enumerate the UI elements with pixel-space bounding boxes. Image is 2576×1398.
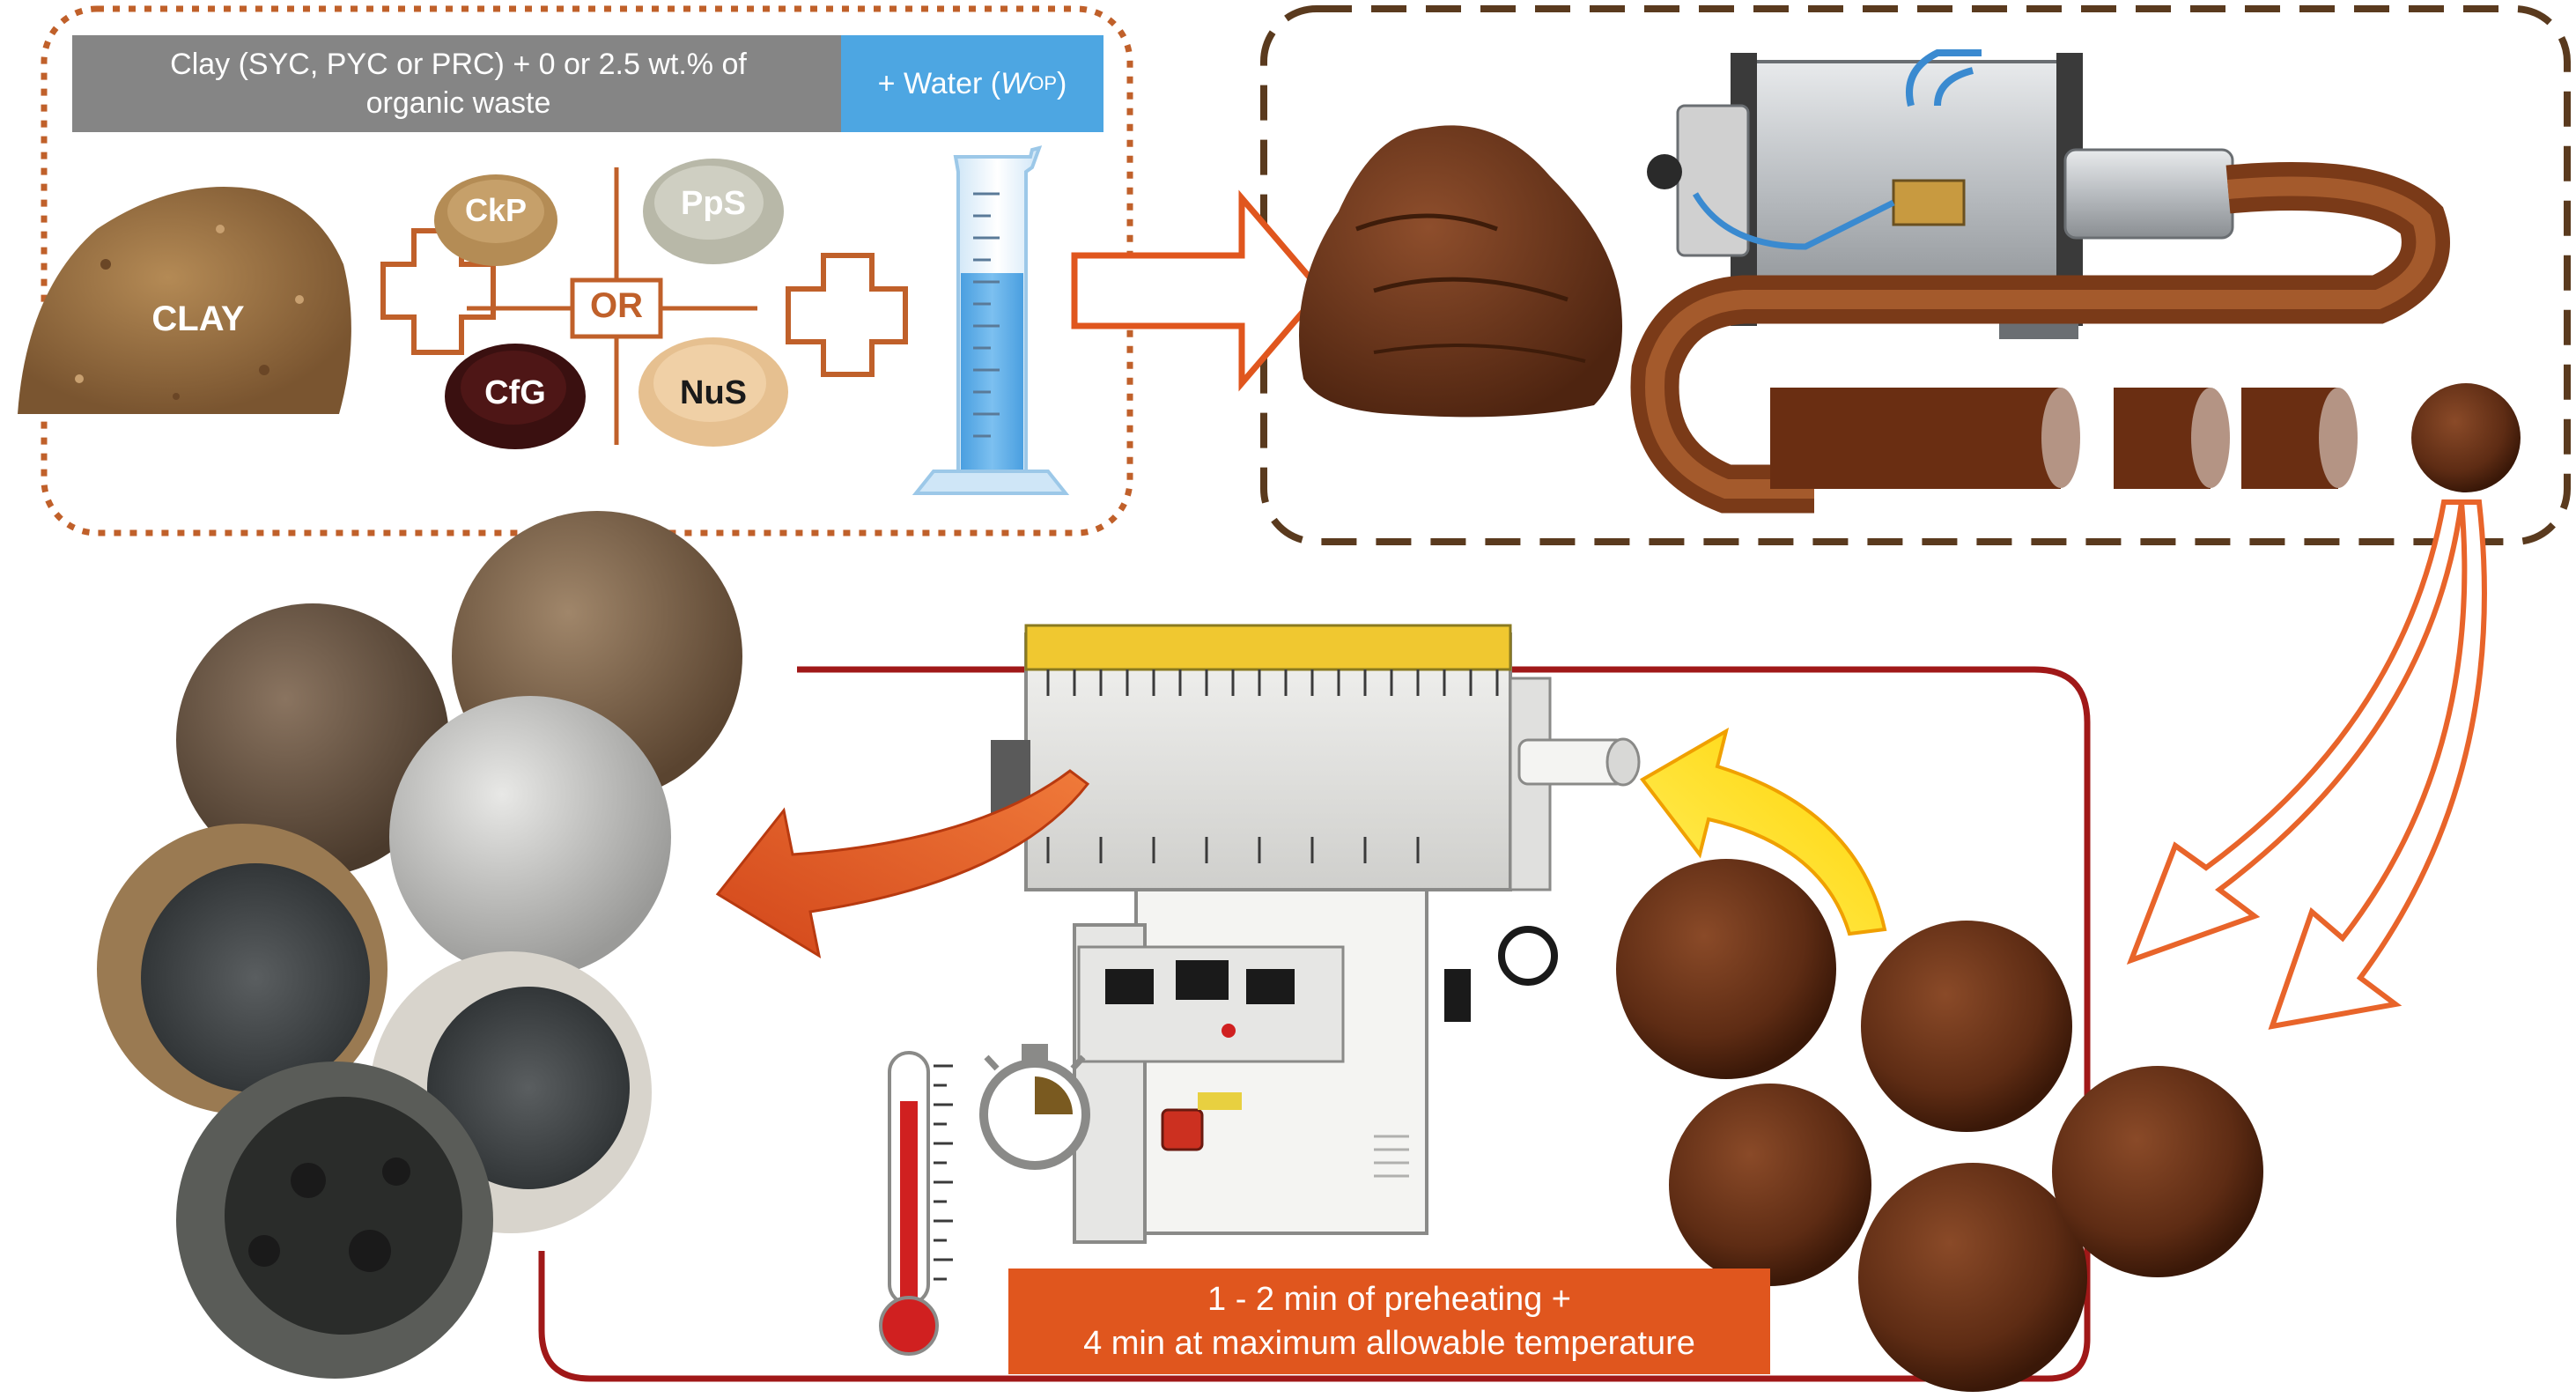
green-pellets-cluster: [1616, 859, 2263, 1392]
clay-dough-lump: [1299, 125, 1622, 418]
arrow-to-pellets-2: [2268, 499, 2487, 1030]
nus-pile: [638, 337, 788, 447]
stopwatch-icon: [979, 1044, 1090, 1170]
caption-line-1: 1 - 2 min of preheating +: [1207, 1281, 1571, 1318]
pps-pile: [643, 159, 784, 264]
ckp-label: CkP: [464, 192, 528, 228]
or-box: [570, 277, 663, 339]
pellet-ball: [2411, 383, 2521, 492]
nus-label: NuS: [680, 374, 747, 411]
extruded-cylinders: [1770, 388, 2358, 489]
water-symbol: W: [1000, 66, 1030, 100]
thermometer-icon: [879, 1051, 953, 1356]
water-subscript: OP: [1029, 72, 1058, 94]
arrow-to-extrusion: [1071, 189, 1325, 392]
extruder-machine: [1630, 49, 2450, 514]
arrow-to-pellets-1: [2126, 499, 2465, 965]
or-label: OR: [590, 286, 643, 325]
water-suffix: ): [1057, 66, 1067, 100]
pps-label: PpS: [681, 185, 746, 222]
graduated-cylinder-icon: [912, 145, 1070, 495]
clay-pile: [18, 187, 351, 414]
caption-line-2: 4 min at maximum allowable temperature: [1083, 1325, 1695, 1362]
arrow-to-aggregates: [715, 769, 1090, 959]
cfg-label: CfG: [484, 374, 546, 411]
process-loop-line: [538, 666, 2091, 1382]
ckp-pile: [434, 174, 557, 266]
ingredients-text: Clay (SYC, PYC or PRC) + 0 or 2.5 wt.% o…: [170, 48, 747, 120]
ingredients-header: Clay (SYC, PYC or PRC) + 0 or 2.5 wt.% o…: [72, 35, 845, 132]
plus-sign-left: [380, 228, 496, 355]
cfg-pile: [445, 344, 586, 449]
expanded-aggregates: [97, 511, 742, 1379]
water-prefix: + Water (: [877, 66, 1001, 100]
plus-sign-right: [786, 253, 908, 377]
arrow-into-furnace: [1640, 727, 1887, 936]
heating-caption: 1 - 2 min of preheating + 4 min at maxim…: [1008, 1269, 1770, 1374]
tube-furnace: [991, 624, 1641, 1244]
clay-label: CLAY: [151, 300, 245, 338]
